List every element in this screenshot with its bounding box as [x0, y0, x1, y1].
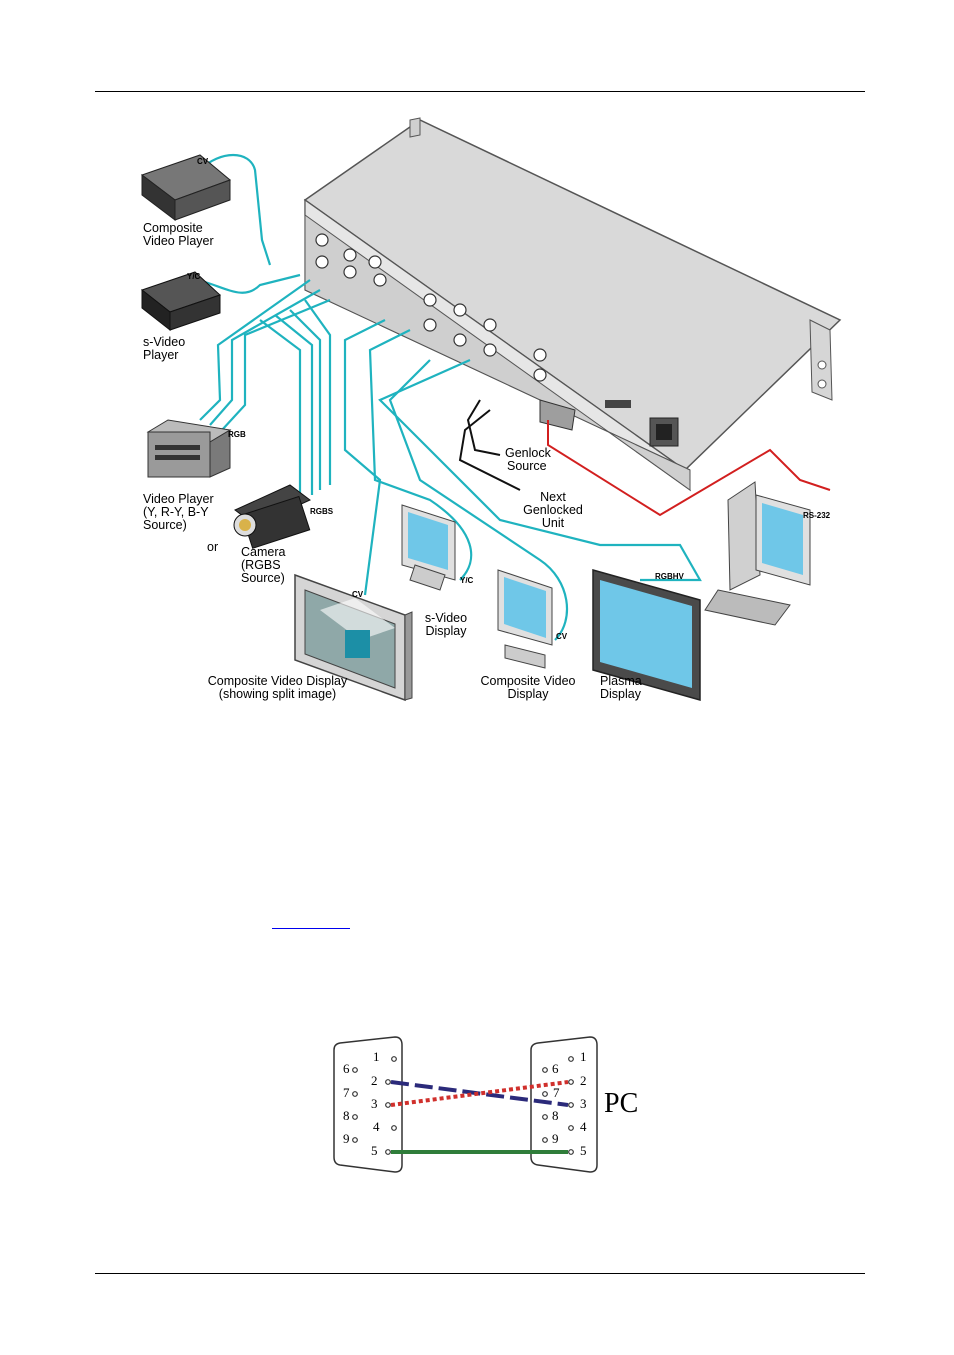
plasma-display-image: [592, 569, 701, 701]
left-pin-3: 3: [371, 1096, 378, 1111]
right-pin-6: 6: [552, 1061, 559, 1076]
label-video-player: Video Player (Y, R-Y, B-Y Source): [143, 492, 214, 532]
left-pin-9: 9: [343, 1131, 350, 1146]
tag-cv-display: CV: [352, 590, 364, 599]
right-pin-9: 9: [552, 1131, 559, 1146]
wire-2-to-3: [390, 1080, 569, 1107]
label-genlock-source: Genlock Source: [505, 446, 551, 473]
s-video-display-image: [401, 504, 456, 591]
tag-yc-top: Y/C: [187, 272, 201, 281]
left-pin-7: 7: [343, 1085, 350, 1100]
label-or: or: [207, 540, 219, 554]
right-pin-4: 4: [580, 1119, 587, 1134]
left-pin-2: 2: [371, 1073, 378, 1088]
split-image-display: [294, 573, 413, 702]
right-pin-2: 2: [580, 1073, 587, 1088]
tag-yc-display: Y/C: [460, 576, 474, 585]
right-pin-5: 5: [580, 1143, 587, 1158]
video-player-image: [146, 419, 232, 478]
tag-cv-top: CV: [197, 157, 209, 166]
left-pin-6: 6: [343, 1061, 350, 1076]
label-plasma-display: Plasma Display: [600, 674, 642, 701]
tag-rgb: RGB: [228, 430, 246, 439]
header-rule: [95, 91, 865, 92]
camera-image: [233, 484, 311, 549]
pc-image: [704, 481, 811, 626]
left-pin-8: 8: [343, 1108, 350, 1123]
left-pin-5: 5: [371, 1143, 378, 1158]
label-s-video-player: s-Video Player: [143, 335, 186, 362]
wire-3-to-2: [390, 1080, 569, 1107]
left-pin-4: 4: [373, 1119, 380, 1134]
label-next-genlocked-unit: Next Genlocked Unit: [523, 490, 583, 530]
label-camera: Camera (RGBS Source): [241, 545, 286, 585]
tag-rgbs: RGBS: [310, 507, 334, 516]
tag-rgbhv: RGBHV: [655, 572, 684, 581]
footer-rule: [95, 1273, 865, 1274]
genlock-cables: [458, 399, 521, 491]
right-pin-8: 8: [552, 1108, 559, 1123]
right-pin-1: 1: [580, 1049, 587, 1064]
composite-video-player-image: [140, 154, 231, 222]
left-db9-connector: [333, 1036, 403, 1173]
s-video-player-image: [140, 271, 221, 332]
pc-label: PC: [604, 1088, 639, 1119]
right-pin-7: 7: [553, 1085, 560, 1100]
tag-cv-display2: CV: [556, 632, 568, 641]
scaler-unit: [303, 117, 842, 492]
rs232-cable: [547, 420, 831, 517]
tag-rs232: RS-232: [803, 511, 831, 520]
label-composite-video-player: Composite Video Player: [143, 221, 214, 248]
label-composite-video-display-split: Composite Video Display (showing split i…: [207, 674, 348, 701]
hyperlink-underline[interactable]: [272, 928, 350, 929]
composite-video-display-image: [497, 569, 553, 669]
left-pin-1: 1: [373, 1049, 380, 1064]
label-composite-video-display: Composite Video Display: [480, 674, 576, 701]
right-pin-3: 3: [580, 1096, 587, 1111]
label-s-video-display: s-Video Display: [424, 611, 468, 638]
